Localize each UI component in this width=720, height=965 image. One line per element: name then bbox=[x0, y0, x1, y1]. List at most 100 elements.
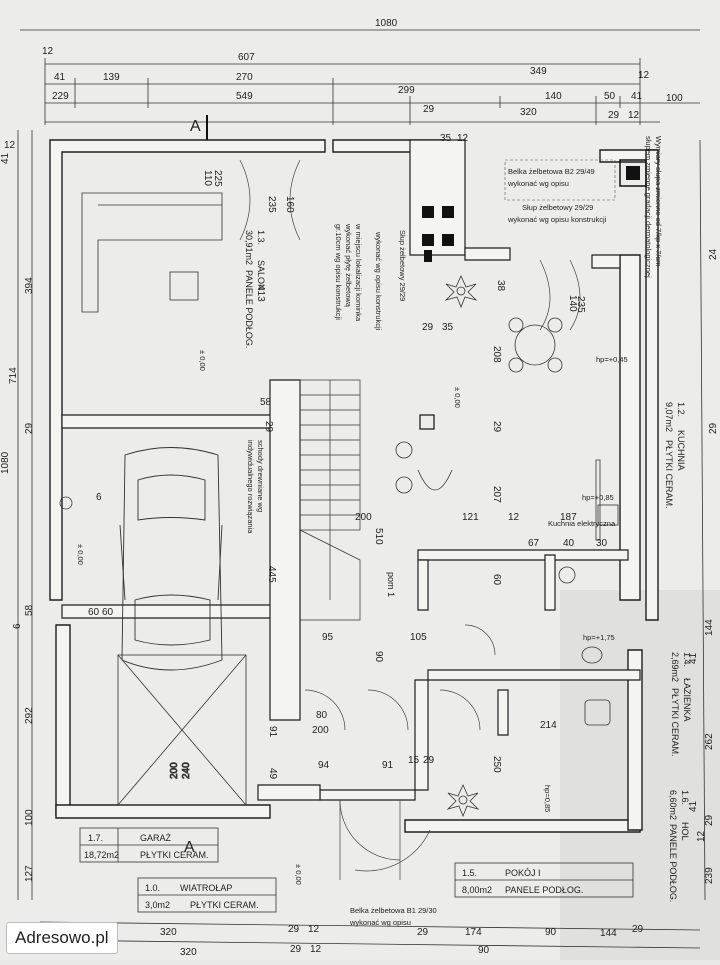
dimension-lines bbox=[17, 29, 706, 949]
idim-29a: 29 bbox=[422, 322, 434, 333]
room-salon-floor: PANELE PODŁOG. bbox=[244, 270, 254, 348]
idim-110: 110 bbox=[202, 170, 213, 186]
room-pokoj-floor: PANELE PODŁOG. bbox=[505, 885, 583, 895]
note-beam-b1-desc: wykonać wg opisu bbox=[349, 918, 411, 927]
room-garaz-num: 1.7. bbox=[88, 833, 103, 843]
idim-207: 207 bbox=[491, 486, 502, 503]
idim-91: 91 bbox=[382, 760, 394, 771]
room-hol-floor: PANELE PODŁOG. bbox=[668, 824, 678, 902]
idim-200: 200 bbox=[355, 512, 372, 523]
dim-right-e: 262 bbox=[704, 733, 715, 750]
room-salon: 1.3. SALON 30,91m2 PANELE PODŁOG. bbox=[244, 230, 266, 348]
idim-91b: 91 bbox=[267, 726, 278, 738]
plant-icon bbox=[444, 275, 478, 309]
furniture bbox=[59, 192, 619, 818]
structural-notes: Belka żelbetowa B2 29/49 wykonać wg opis… bbox=[246, 136, 663, 927]
dim-right-d: 144 bbox=[704, 619, 715, 636]
room-lazienka-floor: PŁYTKI CERAM. bbox=[670, 688, 680, 757]
dim-left-g: 1080 bbox=[0, 451, 11, 474]
dim-row2-a: 41 bbox=[54, 72, 66, 83]
idim-235: 235 bbox=[266, 196, 277, 213]
idim-35b: 35 bbox=[442, 322, 454, 333]
room-pokoj: 1.5. POKÓJ I 8,00m2 PANELE PODŁOG. bbox=[454, 862, 634, 898]
car-outline bbox=[119, 447, 223, 671]
dim-bottom-b: 29 bbox=[288, 924, 300, 935]
idim-40: 40 bbox=[563, 538, 575, 549]
note-chimney-2: wykonać płytę żelbetową bbox=[344, 223, 353, 308]
interior-walls bbox=[61, 139, 641, 801]
dim-left-j: 100 bbox=[24, 809, 35, 826]
dim-row3-d: 140 bbox=[545, 91, 562, 102]
idim-60: 60 bbox=[491, 574, 502, 586]
idim-445: 445 bbox=[266, 566, 277, 583]
level-000-d: ± 0,00 bbox=[294, 864, 303, 885]
dim-row2-b: 139 bbox=[103, 72, 120, 83]
dim-row3-c: 299 bbox=[398, 85, 415, 96]
room-garaz-floor: PŁYTKI CERAM. bbox=[140, 850, 209, 860]
dim-bottom-e: 174 bbox=[465, 927, 482, 938]
dim-bottom-i: 320 bbox=[180, 947, 197, 958]
idim-225: 225 bbox=[212, 170, 223, 187]
dim-row3-g: 100 bbox=[666, 93, 683, 104]
room-kuchnia-floor: PŁYTKI CERAM. bbox=[664, 440, 674, 509]
idim-49: 49 bbox=[267, 768, 278, 780]
dim-row4-a: 29 bbox=[423, 104, 435, 115]
idim-35: 35 bbox=[440, 133, 452, 144]
dim-row1-a: 607 bbox=[238, 52, 255, 63]
idim-214: 214 bbox=[540, 720, 557, 731]
section-markers: A A bbox=[184, 115, 208, 856]
dim-left-c: 394 bbox=[24, 277, 35, 294]
idim-12b: 12 bbox=[508, 512, 520, 523]
level-000-a: ± 0,00 bbox=[198, 350, 207, 371]
idim-208: 208 bbox=[491, 346, 502, 363]
dim-left-h: 6 bbox=[12, 623, 23, 629]
note-pom: pom 1 bbox=[386, 572, 396, 597]
room-garaz-area: 18,72m2 bbox=[84, 850, 119, 860]
structural-columns bbox=[419, 159, 647, 430]
dim-left-i: 292 bbox=[24, 707, 35, 724]
room-pokoj-area: 8,00m2 bbox=[462, 885, 492, 895]
idim-29d: 29 bbox=[423, 755, 435, 766]
idim-12: 12 bbox=[457, 133, 469, 144]
room-lazienka-num: 1.4. bbox=[682, 652, 692, 667]
dim-garage-door-h: 200 bbox=[169, 762, 180, 779]
dim-bottom-a: 320 bbox=[160, 927, 177, 938]
dim-left-k: 127 bbox=[24, 865, 35, 882]
idim-94: 94 bbox=[318, 760, 330, 771]
dim-left-e: 29 bbox=[24, 422, 35, 434]
room-garaz: 1.7. GARAŻ 18,72m2 PŁYTKI CERAM. bbox=[79, 827, 219, 863]
idim-160: 160 bbox=[284, 196, 295, 213]
dim-right-b: 29 bbox=[704, 814, 715, 826]
dim-row3-b: 549 bbox=[236, 91, 253, 102]
room-lazienka-area: 2,69m2 bbox=[670, 652, 680, 682]
dim-row4-d: 12 bbox=[628, 110, 640, 121]
room-kuchnia-name: KUCHNIA bbox=[676, 430, 686, 471]
idim-235b: 235 bbox=[575, 296, 586, 313]
dim-right-h: 12 bbox=[696, 830, 707, 842]
idim-58: 58 bbox=[260, 397, 272, 408]
dim-bottom-d: 29 bbox=[417, 927, 429, 938]
note-chimney-3: gr.10cm wg opisu konstrukcji bbox=[334, 224, 343, 320]
room-pokoj-name: POKÓJ I bbox=[505, 868, 541, 878]
dim-bottom-l: 90 bbox=[478, 945, 490, 956]
door-swings bbox=[239, 159, 581, 880]
idim-200b: 6 bbox=[96, 492, 102, 503]
dim-right-c: 24 bbox=[708, 248, 719, 260]
room-hol: 1.6. HOL 6,60m2 PANELE PODŁOG. bbox=[668, 790, 690, 902]
exterior-walls bbox=[49, 139, 659, 833]
room-salon-num: 1.3. bbox=[256, 230, 266, 245]
room-wiatrolap-num: 1.0. bbox=[145, 883, 160, 893]
note-beam-b2-desc: wykonać wg opisu bbox=[507, 179, 569, 188]
room-garaz-name: GARAŻ bbox=[140, 833, 172, 843]
idim-105: 105 bbox=[410, 632, 427, 643]
room-hol-name: HOL bbox=[680, 822, 690, 841]
level-000-b: ± 0,00 bbox=[453, 387, 462, 408]
dim-left-d: 714 bbox=[8, 367, 19, 384]
level-0085: hp=0,85 bbox=[543, 785, 552, 812]
room-kuchnia-area: 9,07m2 bbox=[664, 402, 674, 432]
dim-row2-c: 270 bbox=[236, 72, 253, 83]
dim-row3-a: 229 bbox=[52, 91, 69, 102]
dim-right-f: 41 bbox=[688, 652, 699, 664]
dim-row3-f: 41 bbox=[631, 91, 643, 102]
room-wiatrolap-name: WIATROŁAP bbox=[180, 883, 232, 893]
